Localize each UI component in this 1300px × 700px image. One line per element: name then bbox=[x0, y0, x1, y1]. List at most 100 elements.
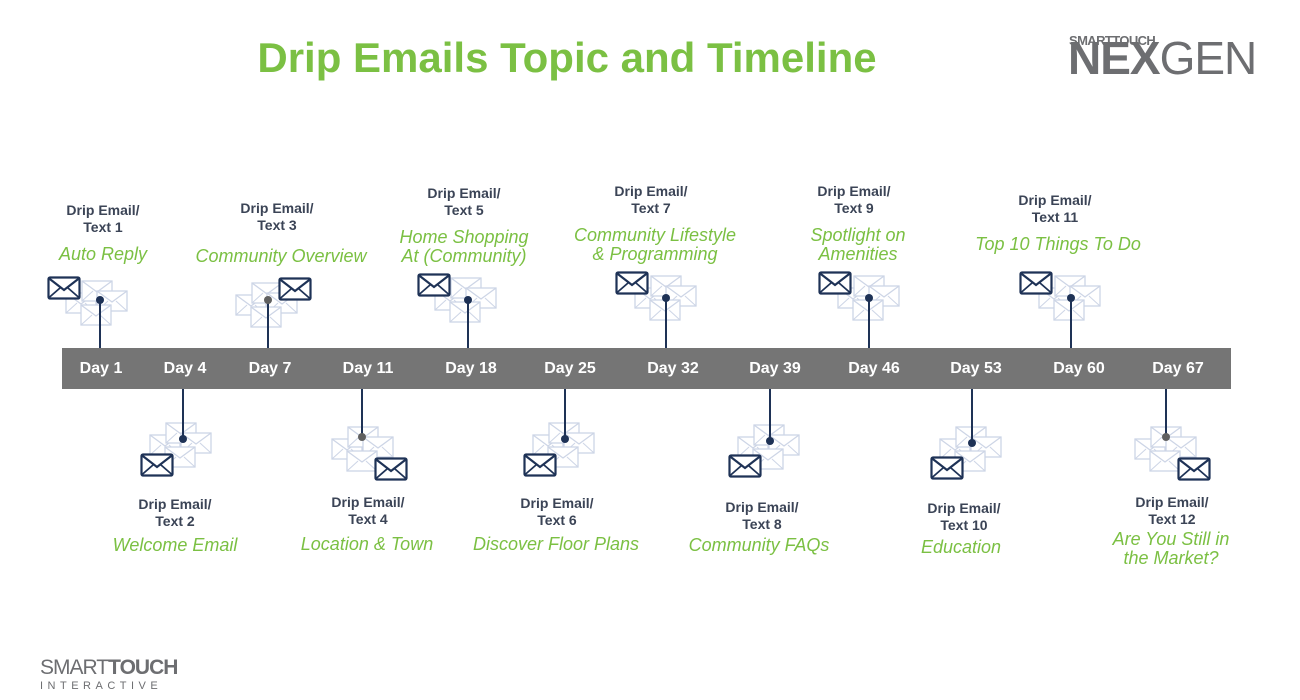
logo-tagline: INTERACTIVE bbox=[40, 680, 163, 692]
milestone-connector bbox=[971, 389, 973, 443]
day-label: Day 46 bbox=[848, 360, 900, 377]
envelope-icon bbox=[140, 453, 174, 482]
milestone-dot bbox=[179, 435, 187, 443]
topic-label-line: At (Community) bbox=[401, 246, 527, 266]
drip-label-line: Text 6 bbox=[537, 512, 577, 528]
topic-label-line: Are You Still in bbox=[1112, 529, 1230, 549]
drip-label-line: Drip Email/ bbox=[725, 499, 799, 515]
milestone-connector bbox=[267, 300, 269, 348]
envelope-icon bbox=[818, 271, 852, 300]
logo-word-bold: TOUCH bbox=[108, 656, 178, 679]
envelope-icon bbox=[278, 277, 312, 306]
topic-label-line: Top 10 Things To Do bbox=[975, 234, 1141, 254]
topic-label-line: Education bbox=[920, 537, 1002, 557]
drip-label-line: Text 1 bbox=[83, 219, 123, 235]
nexgen-logo: SMARTTOUCH NEXGEN bbox=[1068, 32, 1264, 84]
envelope-icon bbox=[728, 454, 762, 483]
day-label: Day 1 bbox=[79, 360, 123, 377]
topic-label: Community Lifestyle& Programming bbox=[574, 226, 736, 264]
drip-label: Drip Email/Text 6 bbox=[520, 495, 593, 529]
drip-label-line: Drip Email/ bbox=[817, 183, 891, 199]
envelope-cluster-icon bbox=[433, 276, 499, 329]
milestone-dot bbox=[1067, 294, 1075, 302]
day-label: Day 60 bbox=[1053, 360, 1105, 377]
envelope-icon bbox=[615, 271, 649, 300]
page-title: Drip Emails Topic and Timeline bbox=[257, 34, 877, 81]
drip-label-line: Drip Email/ bbox=[331, 494, 405, 510]
milestone-connector bbox=[1070, 298, 1072, 348]
envelope-cluster-icon bbox=[64, 279, 130, 332]
drip-label-line: Drip Email/ bbox=[927, 500, 1001, 516]
milestone-connector bbox=[564, 389, 566, 439]
logo-word-light: SMART bbox=[40, 656, 109, 679]
day-label: Day 4 bbox=[163, 360, 207, 377]
day-label: Day 32 bbox=[647, 360, 699, 377]
drip-label: Drip Email/Text 2 bbox=[138, 496, 211, 530]
drip-label-line: Drip Email/ bbox=[240, 200, 314, 216]
day-label: Day 53 bbox=[950, 360, 1002, 377]
topic-label: Top 10 Things To Do bbox=[975, 235, 1141, 254]
drip-label: Drip Email/Text 4 bbox=[331, 494, 404, 528]
drip-label-line: Drip Email/ bbox=[1018, 192, 1092, 208]
milestone-dot bbox=[96, 296, 104, 304]
envelope-icon bbox=[523, 453, 557, 482]
drip-label: Drip Email/Text 9 bbox=[817, 183, 890, 217]
milestone-connector bbox=[665, 298, 667, 348]
drip-label-line: Drip Email/ bbox=[427, 185, 501, 201]
drip-label-line: Drip Email/ bbox=[66, 202, 140, 218]
topic-label: Location & Town bbox=[301, 535, 433, 554]
milestone-dot bbox=[968, 439, 976, 447]
milestone-dot bbox=[766, 437, 774, 445]
logo-big-text: NEXGEN bbox=[1068, 32, 1257, 84]
milestone-connector bbox=[1165, 389, 1167, 437]
drip-label: Drip Email/Text 8 bbox=[725, 499, 798, 533]
topic-label: Welcome Email bbox=[113, 536, 238, 555]
envelope-cluster-icon bbox=[148, 421, 214, 474]
topic-label-line: the Market? bbox=[1123, 548, 1219, 568]
drip-label-line: Drip Email/ bbox=[614, 183, 688, 199]
topic-label-line: & Programming bbox=[592, 244, 718, 264]
milestone-connector bbox=[467, 300, 469, 348]
topic-label-line: Community Lifestyle bbox=[573, 225, 737, 245]
topic-label-line: Discover Floor Plans bbox=[472, 534, 640, 554]
drip-label: Drip Email/Text 12 bbox=[1135, 494, 1208, 528]
day-label: Day 11 bbox=[342, 360, 394, 377]
drip-label-line: Text 4 bbox=[348, 511, 388, 527]
milestone-dot bbox=[865, 294, 873, 302]
drip-label: Drip Email/Text 5 bbox=[427, 185, 500, 219]
topic-label-line: Amenities bbox=[818, 244, 898, 264]
drip-label-line: Text 3 bbox=[257, 217, 297, 233]
day-label: Day 39 bbox=[749, 360, 801, 377]
milestone-dot bbox=[358, 433, 366, 441]
topic-label-line: Auto Reply bbox=[58, 244, 148, 264]
topic-label: Auto Reply bbox=[59, 245, 147, 264]
drip-label-line: Text 7 bbox=[631, 200, 671, 216]
topic-label-line: Welcome Email bbox=[112, 535, 238, 555]
drip-label-line: Text 12 bbox=[1148, 511, 1196, 527]
timeline-bar bbox=[62, 348, 1231, 389]
topic-label-line: Community FAQs bbox=[688, 535, 830, 555]
milestone-connector bbox=[361, 389, 363, 437]
day-label: Day 67 bbox=[1152, 360, 1204, 377]
drip-label: Drip Email/Text 1 bbox=[66, 202, 139, 236]
envelope-icon bbox=[417, 273, 451, 302]
drip-label-line: Drip Email/ bbox=[1135, 494, 1209, 510]
envelope-icon bbox=[47, 276, 81, 305]
topic-label-line: Home Shopping bbox=[399, 227, 529, 247]
drip-label: Drip Email/Text 10 bbox=[927, 500, 1000, 534]
logo-small-text: SMARTTOUCH bbox=[1069, 33, 1156, 48]
drip-label-line: Text 8 bbox=[742, 516, 782, 532]
day-label: Day 25 bbox=[544, 360, 596, 377]
smarttouch-logo: SMARTTOUCH INTERACTIVE bbox=[40, 656, 178, 692]
drip-label: Drip Email/Text 3 bbox=[240, 200, 313, 234]
drip-label-line: Drip Email/ bbox=[138, 496, 212, 512]
milestone-connector bbox=[99, 300, 101, 348]
envelope-icon bbox=[1177, 457, 1211, 486]
milestone-dot bbox=[264, 296, 272, 304]
envelope-icon bbox=[1019, 271, 1053, 300]
envelope-icon bbox=[930, 456, 964, 485]
topic-label-line: Community Overview bbox=[195, 246, 367, 266]
